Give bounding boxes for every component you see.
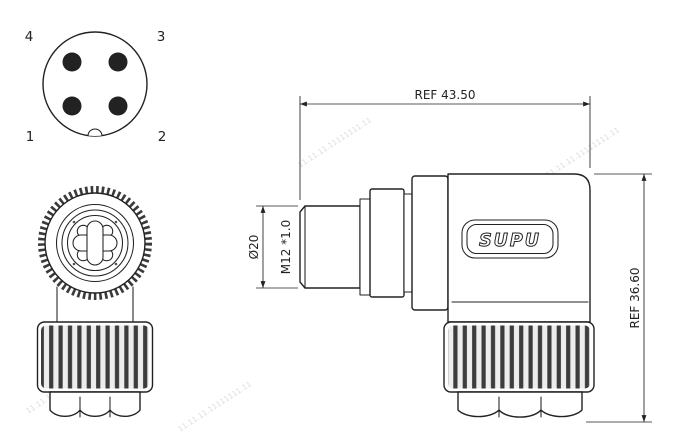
- cable-gland-front: [49, 391, 141, 417]
- knurled-ring-front: [369, 188, 405, 298]
- connector-face-outline: [42, 31, 148, 137]
- m12-thread: [299, 205, 361, 289]
- pin-number-label-2: 2: [158, 129, 167, 145]
- dimension-text-thread-spec: M12 *1.0: [279, 220, 293, 275]
- right-angle-body: [447, 173, 591, 323]
- brand-plate-outer: [461, 219, 559, 259]
- pin-contacts: [62, 52, 128, 116]
- dimension-text-diameter: Ø20: [247, 235, 261, 260]
- brand-label: SUPU: [479, 231, 541, 251]
- rib-texture: [448, 325, 590, 389]
- insert-index-marks: [72, 220, 118, 266]
- dimension-text-height: REF 36.60: [628, 268, 642, 329]
- cable-gland-side: [457, 391, 583, 418]
- dimension-overall-length: REF 43.50: [299, 88, 591, 200]
- pin-layout-diagram: 4 3 1 2: [25, 29, 167, 145]
- watermark-text: 11.11.11.11111111.11: [296, 115, 373, 169]
- front-view: [36, 186, 154, 418]
- pin-number-label-1: 1: [26, 129, 35, 145]
- pin-contact-3: [108, 52, 128, 72]
- knurled-ring-rear: [411, 175, 449, 311]
- side-view: SUPU: [299, 173, 595, 418]
- pin-number-label-4: 4: [25, 29, 34, 45]
- brand-plate-inner: [466, 223, 554, 255]
- keyway-notch: [87, 128, 103, 136]
- pin-contact-1: [62, 96, 82, 116]
- dimension-thread: Ø20 M12 *1.0: [247, 205, 298, 289]
- brand-plate: SUPU: [461, 219, 559, 259]
- knurled-rim: [38, 186, 152, 300]
- watermark-text: 11.11.11.11111111.11: [176, 379, 253, 433]
- groove: [403, 193, 413, 293]
- dimension-text-length: REF 43.50: [415, 88, 476, 102]
- rib-texture: [41, 325, 149, 389]
- cross-slot: [72, 220, 118, 266]
- watermark-text: 11.11.11.11111111.11: [544, 125, 621, 179]
- dimension-overall-height: REF 36.60: [586, 173, 652, 423]
- dimension-annotations: REF 43.50 REF 36.60 Ø20 M12 *1.0: [247, 88, 652, 423]
- pin-contact-4: [62, 52, 82, 72]
- thread-collar: [359, 198, 371, 296]
- pin-contact-2: [108, 96, 128, 116]
- pin-number-label-3: 3: [157, 29, 166, 45]
